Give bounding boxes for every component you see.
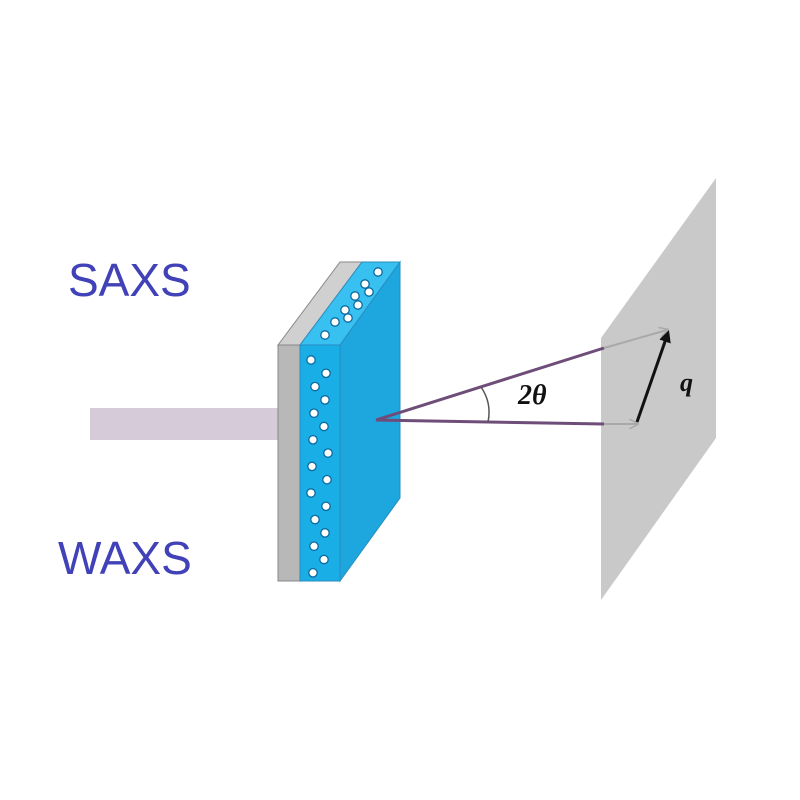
nanoparticle <box>310 514 320 525</box>
scattered-beam-line <box>375 346 605 422</box>
nanoparticle <box>306 355 316 365</box>
nanoparticles <box>306 267 383 578</box>
film-front-face <box>299 344 341 582</box>
saxs-label: SAXS <box>68 254 191 306</box>
nanoparticle <box>307 461 317 472</box>
nanoparticle <box>330 317 340 327</box>
nanoparticle <box>321 501 331 512</box>
substrate-front-face <box>277 344 301 582</box>
angle-arc <box>480 386 490 423</box>
nanoparticle <box>309 541 319 552</box>
q-label: q <box>680 368 693 397</box>
nanoparticle <box>319 554 329 565</box>
nanoparticle <box>340 305 350 315</box>
nanoparticle <box>321 368 331 379</box>
nanoparticle <box>320 330 330 340</box>
q-vector-arrow <box>635 330 671 423</box>
nanoparticle <box>360 279 370 289</box>
nanoparticle <box>343 313 353 323</box>
nanoparticle <box>319 421 329 432</box>
nanoparticle <box>323 448 333 458</box>
nanoparticle <box>320 395 330 405</box>
angle-label: 2θ <box>517 380 547 411</box>
detector-plane <box>601 178 716 600</box>
nanoparticle <box>353 300 363 310</box>
nanoparticle <box>310 381 320 392</box>
nanoparticle <box>364 287 374 297</box>
nanoparticle <box>308 434 318 445</box>
nanoparticle <box>308 567 318 578</box>
nanoparticle <box>373 267 383 277</box>
nanoparticle <box>350 291 360 301</box>
sample <box>277 260 401 583</box>
incident-beam <box>90 408 282 440</box>
scattered-projection-arrow <box>603 330 667 349</box>
waxs-label: WAXS <box>58 532 192 584</box>
nanoparticle <box>306 488 316 498</box>
film-side-face <box>339 260 401 583</box>
nanoparticle <box>309 408 319 419</box>
nanoparticle <box>322 474 332 485</box>
nanoparticle <box>320 528 330 538</box>
direct-beam-line <box>375 418 605 426</box>
